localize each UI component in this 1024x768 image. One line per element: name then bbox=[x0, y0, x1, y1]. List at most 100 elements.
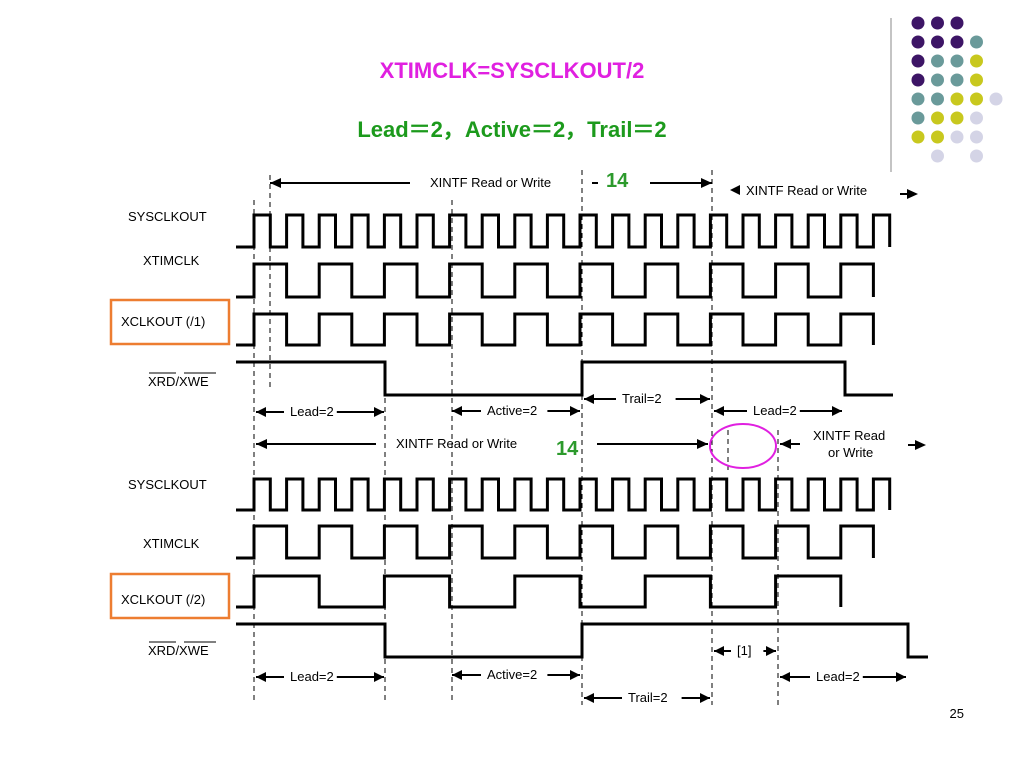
arrowhead bbox=[780, 439, 791, 449]
next-cycle-label-line1: XINTF Read bbox=[813, 428, 885, 443]
signal-label-xclkout: XCLKOUT (/2) bbox=[121, 592, 205, 607]
slide-subtitle: Lead＝2，Active＝2，Trail＝2 bbox=[357, 117, 667, 142]
cycle-count: 14 bbox=[556, 438, 579, 460]
signal-label-sysclkout: SYSCLKOUT bbox=[128, 477, 207, 492]
decorative-dot bbox=[950, 54, 964, 68]
decorative-dot bbox=[950, 92, 964, 106]
phase-label: Lead=2 bbox=[290, 669, 334, 684]
phase-label: Lead=2 bbox=[816, 669, 860, 684]
arrowhead bbox=[714, 406, 724, 416]
arrowhead bbox=[714, 646, 724, 656]
cycle-count: 14 bbox=[606, 170, 629, 192]
decorative-dot bbox=[911, 54, 925, 68]
xclkout-highlight-box bbox=[109, 298, 231, 346]
decorative-dot bbox=[950, 73, 964, 87]
next-cycle-label: XINTF Read or Write bbox=[746, 183, 867, 198]
signal-label-xtimclk: XTIMCLK bbox=[143, 253, 200, 268]
phase-label: Trail=2 bbox=[628, 690, 668, 705]
arrowhead bbox=[780, 672, 790, 682]
decorative-dot bbox=[911, 111, 925, 125]
arrowhead bbox=[907, 189, 918, 199]
waveform-xtimclk bbox=[236, 524, 875, 560]
arrowhead bbox=[256, 672, 266, 682]
signal-label-sysclkout: SYSCLKOUT bbox=[128, 209, 207, 224]
decorative-dot bbox=[931, 111, 944, 125]
signal-label-xclkout: XCLKOUT (/1) bbox=[121, 314, 205, 329]
arrowhead bbox=[270, 178, 281, 188]
arrowhead bbox=[374, 672, 384, 682]
decorative-dot bbox=[989, 92, 1003, 106]
arrowhead bbox=[452, 670, 462, 680]
decorative-dot bbox=[931, 16, 944, 30]
waveform-sysclkout bbox=[236, 213, 892, 249]
slide-title: XTIMCLK=SYSCLKOUT/2 bbox=[379, 58, 645, 83]
waveform-sysclkout bbox=[236, 477, 892, 512]
decorative-dot bbox=[950, 130, 964, 144]
cycle-label: XINTF Read or Write bbox=[396, 436, 517, 451]
decorative-dot bbox=[911, 92, 925, 106]
xclkout-highlight-box bbox=[109, 572, 231, 620]
decorative-dot bbox=[970, 111, 983, 125]
arrowhead bbox=[256, 407, 266, 417]
waveform-xrd-xwe bbox=[236, 622, 928, 659]
decorative-dot bbox=[950, 16, 964, 30]
decorative-dot bbox=[911, 73, 925, 87]
decorative-dot bbox=[970, 54, 983, 68]
decorative-dot-grid bbox=[911, 16, 1003, 163]
arrowhead bbox=[584, 693, 594, 703]
arrowhead bbox=[584, 394, 594, 404]
phase-label: Active=2 bbox=[487, 667, 537, 682]
arrowhead bbox=[374, 407, 384, 417]
decorative-dot bbox=[931, 54, 944, 68]
waveform-xclkout bbox=[236, 312, 875, 347]
waveform-xclkout bbox=[236, 574, 843, 609]
decorative-dot bbox=[931, 73, 944, 87]
decorative-dot bbox=[970, 92, 983, 106]
decorative-dot bbox=[950, 111, 964, 125]
arrowhead bbox=[256, 439, 267, 449]
phase-label: Active=2 bbox=[487, 403, 537, 418]
arrowhead bbox=[700, 693, 710, 703]
arrowhead bbox=[701, 178, 712, 188]
next-cycle-label-line2: or Write bbox=[828, 445, 873, 460]
signal-label-xrd-xwe: XRD/XWE bbox=[148, 374, 209, 389]
arrowhead bbox=[896, 672, 906, 682]
arrowhead bbox=[570, 406, 580, 416]
decorative-dot bbox=[931, 35, 944, 49]
decorative-dot bbox=[950, 35, 964, 49]
phase-label: Lead=2 bbox=[753, 403, 797, 418]
arrowhead bbox=[915, 440, 926, 450]
decorative-dot bbox=[970, 73, 983, 87]
arrowhead bbox=[730, 185, 740, 195]
phase-label: Trail=2 bbox=[622, 391, 662, 406]
diagram-xclkout-div1: XINTF Read or Write 14 XINTF Read or Wri… bbox=[109, 170, 918, 419]
decorative-dot bbox=[970, 35, 983, 49]
decorative-dot bbox=[931, 92, 944, 106]
arrowhead bbox=[700, 394, 710, 404]
waveform-xtimclk bbox=[236, 262, 875, 299]
phase-label: [1] bbox=[737, 643, 751, 658]
signal-label-xtimclk: XTIMCLK bbox=[143, 536, 200, 551]
decorative-dot bbox=[970, 149, 983, 163]
cycle-label: XINTF Read or Write bbox=[430, 175, 551, 190]
diagram-xclkout-div2: XINTF Read or Write 14 XINTF Read or Wri… bbox=[109, 423, 928, 705]
phase-label: Lead=2 bbox=[290, 404, 334, 419]
highlight-ellipse bbox=[709, 423, 777, 469]
page-number: 25 bbox=[949, 706, 964, 721]
decorative-dot bbox=[931, 130, 944, 144]
decorative-dot bbox=[911, 35, 925, 49]
decorative-dot bbox=[911, 16, 925, 30]
arrowhead bbox=[832, 406, 842, 416]
arrowhead bbox=[697, 439, 708, 449]
decorative-dot bbox=[911, 130, 925, 144]
arrowhead bbox=[452, 406, 462, 416]
decorative-dot bbox=[931, 149, 944, 163]
arrowhead bbox=[570, 670, 580, 680]
waveform-xrd-xwe bbox=[236, 360, 893, 397]
signal-label-xrd-xwe: XRD/XWE bbox=[148, 643, 209, 658]
arrowhead bbox=[766, 646, 776, 656]
decorative-dot bbox=[970, 130, 983, 144]
